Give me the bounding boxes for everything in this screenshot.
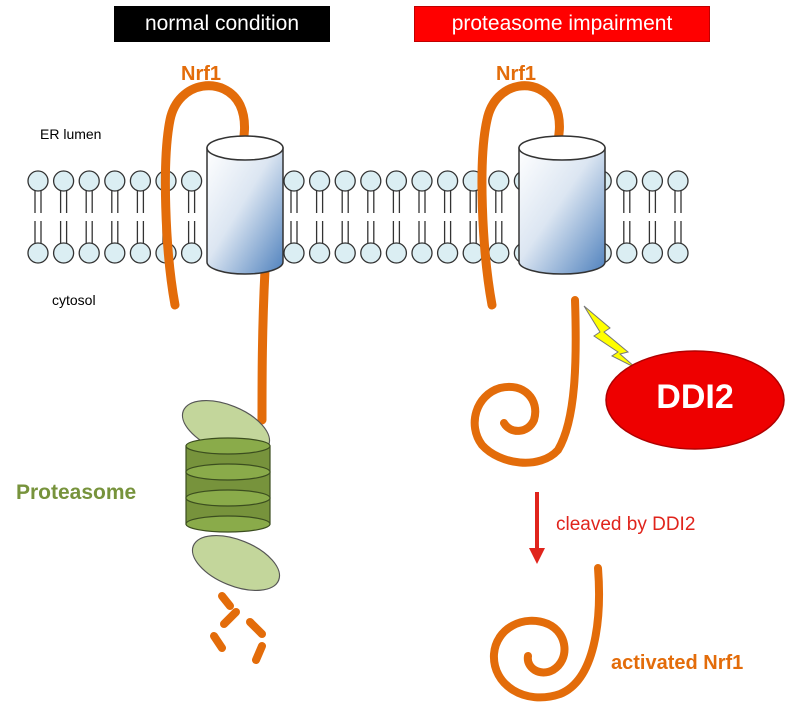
er-channel-right — [518, 135, 606, 275]
lipid-head — [78, 170, 100, 192]
lipid-head — [334, 242, 356, 264]
lipid-head — [641, 170, 664, 192]
degraded-fragments — [210, 592, 266, 664]
lipid-head — [488, 170, 510, 192]
lipid-head — [78, 242, 100, 264]
nrf1-label-right: Nrf1 — [496, 63, 537, 85]
lipid-head — [436, 242, 459, 264]
proteasome-label: Proteasome — [16, 481, 137, 504]
nrf1-coiled-strand — [470, 296, 580, 467]
lipid-head — [616, 242, 638, 264]
ddi2-enzyme — [605, 350, 785, 450]
header-normal-condition: normal condition — [114, 6, 330, 42]
lipid-head — [667, 170, 689, 192]
lipid-head — [27, 242, 49, 264]
lipid-head — [104, 242, 126, 264]
lipid-head — [283, 242, 305, 264]
lipid-head — [436, 170, 459, 192]
lipid-head — [667, 242, 689, 264]
lipid-head — [385, 170, 408, 192]
activated-nrf1-label: activated Nrf1 — [611, 652, 744, 674]
lipid-head — [52, 170, 75, 192]
nrf1-strand-left — [160, 81, 249, 310]
lipid-head — [641, 242, 664, 264]
lipid-head — [52, 242, 75, 264]
lipid-head — [334, 170, 356, 192]
lipid-head — [360, 242, 382, 264]
cleaved-label: cleaved by DDI2 — [556, 514, 696, 535]
activated-nrf1-spiral — [489, 564, 604, 702]
lipid-head — [385, 242, 408, 264]
lipid-head — [488, 242, 510, 264]
lipid-head — [27, 170, 49, 192]
lipid-head — [308, 242, 331, 264]
lipid-head — [180, 242, 203, 264]
lipid-head — [104, 170, 126, 192]
lipid-head — [616, 170, 638, 192]
nrf1-strand-right — [477, 81, 564, 310]
lipid-head — [180, 170, 203, 192]
lipid-head — [129, 170, 152, 192]
lipid-head — [360, 170, 382, 192]
nrf1-strand-left-cytosolic — [257, 265, 270, 425]
er-lumen-label: ER lumen — [40, 126, 102, 142]
header-proteasome-impairment: proteasome impairment — [414, 6, 710, 42]
nrf1-label-left: Nrf1 — [181, 63, 222, 85]
lipid-head — [411, 242, 433, 264]
lipid-head — [283, 170, 305, 192]
ddi2-label: DDI2 — [656, 378, 734, 416]
lightning-bolt-icon — [583, 305, 637, 369]
lipid-head — [308, 170, 331, 192]
er-channel-left — [206, 135, 284, 275]
lipid-head — [129, 242, 152, 264]
cytosol-label: cytosol — [52, 292, 96, 308]
lipid-head — [411, 170, 433, 192]
proteasome — [181, 399, 281, 592]
